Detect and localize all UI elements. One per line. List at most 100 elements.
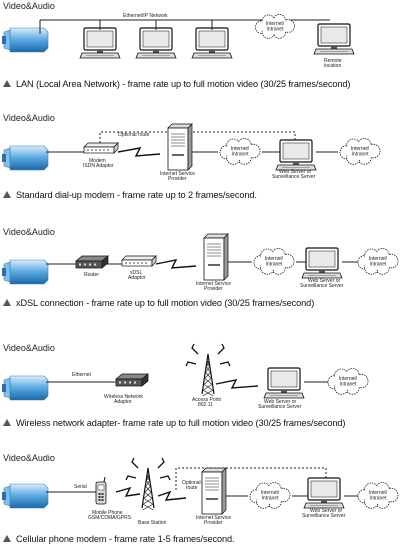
server-label-2: Surveillance Server: [302, 513, 346, 519]
camera-icon: [2, 145, 49, 171]
panel-xdsl: Video&Audio Router xDSL Adaptor Internet…: [0, 226, 404, 338]
lan-diagram: Ethernet/IP Network Internet/Intranet Re…: [2, 13, 355, 69]
svg-text:Intranet: Intranet: [232, 152, 250, 158]
panel-caption: Cellular phone modem - frame rate 1-5 fr…: [3, 534, 235, 544]
serial-label: Serial: [74, 484, 87, 490]
isp-label-2: Provider: [168, 176, 187, 182]
panel-heading: Video&Audio: [3, 227, 55, 237]
pc-1-icon: [79, 27, 121, 59]
cloud-1-icon: Internet/Intranet: [219, 138, 261, 165]
cellular-diagram: Serial Mobile Phone GSM/CDMA/GPRS Base S…: [2, 457, 399, 526]
network-label: Ethernet/IP Network: [123, 13, 168, 19]
server-pc-icon: [263, 367, 305, 399]
camera-icon: [2, 27, 49, 53]
optional-route-label-2: route: [186, 485, 198, 491]
panel-caption: Standard dial-up modem - frame rate up t…: [3, 190, 257, 200]
camera-icon: [2, 483, 49, 509]
isp-label-2: Provider: [204, 286, 223, 292]
triangle-icon: [3, 299, 11, 306]
panel-lan: Video&Audio Ethernet/IP Network Internet…: [0, 0, 404, 108]
panel-heading: Video&Audio: [3, 1, 55, 11]
svg-text:Intranet: Intranet: [267, 27, 285, 33]
adaptor-label-1: Wireless Network: [104, 394, 143, 400]
base-station-icon: [125, 457, 171, 511]
server-pc-icon: [301, 247, 343, 279]
phone-label-2: GSM/CDMA/GPRS: [88, 515, 132, 521]
panel-caption: xDSL connection - frame rate up to full …: [3, 298, 314, 308]
router-label: Router: [84, 272, 99, 278]
server-label-1: Web Server or: [279, 169, 311, 175]
server-label-2: Surveillance Server: [258, 404, 302, 410]
pc-3-icon: [191, 27, 233, 59]
xdsl-adaptor-icon: [121, 255, 157, 267]
camera-icon: [2, 375, 49, 401]
svg-text:Internet/: Internet/: [369, 256, 388, 262]
isp-tower-icon: [167, 123, 193, 171]
triangle-icon: [3, 191, 11, 198]
xdsl-diagram: Router xDSL Adaptor Internet Service Pro…: [2, 233, 399, 292]
wireless-adaptor-icon: [115, 373, 149, 387]
panel-heading: Video&Audio: [3, 343, 55, 353]
cloud-2-icon: Internet/Intranet: [339, 138, 381, 165]
remote-label-2: location: [324, 63, 341, 69]
server-label-1: Web Server or: [308, 278, 340, 284]
cloud-2-icon: Internet/Intranet: [357, 248, 399, 275]
server-label-2: Surveillance Server: [300, 283, 344, 289]
svg-text:Intranet: Intranet: [262, 496, 280, 502]
optional-route-label-1: Optional: [182, 480, 201, 486]
router-icon: [75, 255, 109, 269]
camera-icon: [2, 259, 49, 285]
phone-label-1: Mobile Phone: [92, 510, 123, 516]
isp-tower-icon: [203, 233, 229, 281]
panel-caption: Wireless network adapter- frame rate up …: [3, 418, 345, 428]
svg-text:Internet/: Internet/: [231, 146, 250, 152]
svg-text:Internet/: Internet/: [261, 490, 280, 496]
panel-heading: Video&Audio: [3, 113, 55, 123]
pc-remote-icon: [313, 23, 355, 55]
cloud-icon: Internet/Intranet: [327, 368, 369, 395]
xdsl-label-1: xDSL: [130, 270, 142, 276]
svg-text:Intranet: Intranet: [340, 382, 358, 388]
dialup-diagram: Optional route Modem ISDN Adaptor Intern…: [2, 123, 381, 182]
svg-text:Internet/: Internet/: [265, 256, 284, 262]
svg-text:Intranet: Intranet: [370, 262, 388, 268]
server-label-2: Surveillance Server: [272, 174, 316, 180]
svg-text:Intranet: Intranet: [352, 152, 370, 158]
triangle-icon: [3, 535, 11, 542]
isp-label-1: Internet Service: [196, 515, 231, 521]
remote-label-1: Remote: [324, 58, 342, 64]
panel-dialup: Video&Audio Optional route Modem ISDN Ad…: [0, 112, 404, 220]
svg-text:Internet/: Internet/: [266, 21, 285, 27]
server-label-1: Web Server or: [264, 399, 296, 405]
ethernet-label: Ethernet: [72, 372, 92, 378]
isp-label-1: Internet Service: [160, 171, 195, 177]
panel-wireless: Video&Audio Ethernet Wireless Network Ad…: [0, 342, 404, 450]
ap-label-2: 802.11: [198, 402, 213, 408]
adaptor-label-2: Adaptor: [114, 399, 132, 405]
panel-heading: Video&Audio: [3, 453, 55, 463]
svg-text:Intranet: Intranet: [370, 496, 388, 502]
ap-label-1: Access Point: [192, 397, 222, 403]
server-pc-icon: [303, 477, 345, 509]
server-pc-icon: [275, 139, 317, 171]
pc-2-icon: [135, 27, 177, 59]
access-point-icon: [185, 343, 231, 397]
triangle-icon: [3, 419, 11, 426]
panel-cellular: Video&Audio Serial Mobile Phone GSM/CDMA…: [0, 452, 404, 550]
modem-label-1: Modem: [89, 158, 106, 164]
xdsl-label-2: Adaptor: [128, 275, 146, 281]
panel-caption: LAN (Local Area Network) - frame rate up…: [3, 79, 350, 89]
cloud-1-icon: Internet/Intranet: [253, 248, 295, 275]
svg-text:Internet/: Internet/: [351, 146, 370, 152]
base-station-label: Base Station: [138, 520, 167, 526]
modem-label-2: ISDN Adaptor: [83, 163, 114, 169]
mobile-phone-icon: [95, 476, 107, 505]
cloud-icon: Internet/Intranet: [255, 14, 295, 39]
isp-tower-icon: [201, 467, 227, 515]
optional-route-label: Optional route: [118, 132, 150, 138]
triangle-icon: [3, 80, 11, 87]
svg-text:Internet/: Internet/: [369, 490, 388, 496]
isp-label-2: Provider: [204, 520, 223, 526]
isp-label-1: Internet Service: [196, 281, 231, 287]
svg-text:Intranet: Intranet: [266, 262, 284, 268]
